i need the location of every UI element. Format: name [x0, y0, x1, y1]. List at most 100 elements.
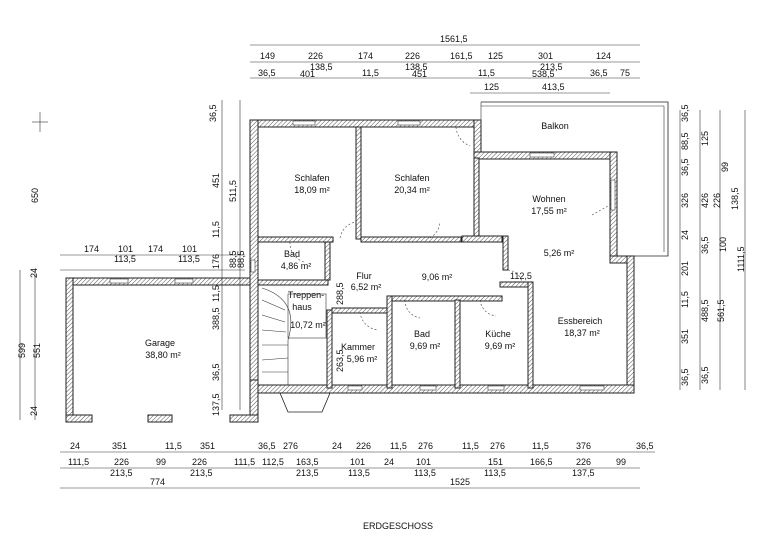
- dim-top: 124: [596, 51, 611, 61]
- doors: [289, 126, 611, 331]
- room-kammer-name: Kammer: [341, 342, 375, 352]
- dim-top: 149: [260, 51, 275, 61]
- room-wohnen-area: 17,55 m²: [531, 206, 567, 216]
- dim-right: 125: [700, 131, 710, 146]
- dim-bottom: 36,5: [258, 441, 276, 451]
- room-balkon-name: Balkon: [541, 121, 569, 131]
- dimensions-left: 650 599 551 24 24 174 101 113,5 174 101 …: [17, 188, 200, 416]
- dim-bottom: 36,5: [636, 441, 654, 451]
- room-garage-name: Garage: [145, 338, 175, 348]
- room-kueche-area: 9,69 m²: [485, 341, 516, 351]
- dim-right: 351: [680, 329, 690, 344]
- dim-bottom: 24: [332, 441, 342, 451]
- dim-left: 113,5: [178, 254, 200, 264]
- dim-left: 24: [29, 268, 39, 278]
- dim-mid: 11,5: [211, 285, 221, 302]
- room-nische-area: 5,26 m²: [544, 248, 575, 258]
- room-flur-area: 6,52 m²: [351, 282, 382, 292]
- dim-bottom: 351: [112, 441, 127, 451]
- dim-mid: 36,5: [208, 104, 218, 122]
- dim-right: 561,5: [716, 299, 726, 322]
- dim-mid: 112,5: [510, 271, 532, 281]
- dim-top: 413,5: [542, 82, 565, 92]
- dim-bottom: 276: [490, 441, 505, 451]
- dim-bottom: 276: [418, 441, 433, 451]
- dim-bottom: 113,5: [484, 468, 506, 478]
- dim-right: 88,5: [680, 132, 690, 150]
- dim-top: 213,5: [540, 62, 563, 72]
- dim-bottom: 137,5: [572, 468, 595, 478]
- balcony-outline: [480, 101, 669, 257]
- room-schlafen-1-name: Schlafen: [294, 173, 329, 183]
- dim-left: 174: [148, 244, 163, 254]
- dim-left: 650: [30, 188, 40, 203]
- dim-right: 36,5: [700, 236, 710, 254]
- room-treppenhaus-name: Treppen-: [288, 290, 324, 300]
- dim-top: 301: [538, 51, 553, 61]
- dim-bottom: 101: [350, 457, 365, 467]
- dim-top: 538,5: [532, 69, 555, 79]
- dim-top: 36,5: [258, 68, 276, 78]
- windows: [109, 120, 616, 391]
- staircase: [261, 287, 331, 413]
- dim-bottom: 11,5: [165, 441, 182, 451]
- dim-right: 36,5: [680, 158, 690, 176]
- dim-right: 201: [680, 261, 690, 276]
- dim-left: 113,5: [114, 254, 136, 264]
- dimensions-right: 36,5 88,5 125 36,5 99 326 426 226 138,5 …: [680, 104, 746, 386]
- dim-mid: 511,5: [228, 180, 238, 202]
- room-flur-name: Flur: [356, 271, 372, 281]
- dim-bottom: 99: [616, 457, 626, 467]
- room-treppenhaus-name-2: haus: [292, 302, 312, 312]
- dim-bottom: 111,5: [234, 457, 255, 467]
- dim-bottom: 226: [356, 441, 371, 451]
- dim-right: 426: [700, 193, 710, 208]
- room-schlafen-1-area: 18,09 m²: [294, 185, 330, 195]
- dim-right: 99: [720, 162, 730, 172]
- dim-mid: 263,5: [335, 349, 345, 372]
- room-essbereich-area: 18,37 m²: [564, 328, 600, 338]
- dim-mid: 137,5: [211, 393, 221, 416]
- dim-bottom: 213,5: [190, 468, 213, 478]
- dim-mid: 36,5: [211, 363, 221, 381]
- room-schlafen-2-name: Schlafen: [394, 173, 429, 183]
- dim-top: 451: [412, 69, 427, 79]
- room-garage-area: 38,80 m²: [145, 350, 181, 360]
- dim-top: 75: [620, 68, 630, 78]
- dim-left: 174: [84, 244, 99, 254]
- dim-right: 36,5: [700, 366, 710, 384]
- dim-top: 174: [358, 51, 373, 61]
- dim-top: 11,5: [362, 68, 379, 78]
- room-diele-area: 9,06 m²: [422, 272, 453, 282]
- dim-bottom: 99: [156, 457, 166, 467]
- dim-bottom: 351: [200, 441, 215, 451]
- room-bad-small-name: Bad: [284, 249, 300, 259]
- room-bad-area: 9,69 m²: [410, 341, 441, 351]
- dim-right: 24: [680, 230, 690, 240]
- dim-right: 11,5: [680, 291, 690, 308]
- room-wohnen-name: Wohnen: [532, 194, 565, 204]
- dim-top: 11,5: [478, 68, 495, 78]
- dim-mid: 11,5: [211, 221, 221, 238]
- dim-right: 326: [680, 193, 690, 208]
- dim-bottom: 101: [416, 457, 431, 467]
- dim-top: 226: [405, 51, 420, 61]
- dim-bottom-total: 1525: [450, 477, 470, 487]
- walls: [65, 119, 635, 423]
- dim-top: 161,5: [450, 51, 473, 61]
- dim-left: 24: [29, 406, 39, 416]
- dim-bottom: 226: [114, 457, 129, 467]
- dim-top: 401: [300, 69, 315, 79]
- dim-bottom: 11,5: [390, 441, 407, 451]
- room-treppenhaus-area: 10,72 m²: [290, 320, 326, 330]
- plan-title: ERDGESCHOSS: [363, 521, 433, 531]
- dim-mid: 88,5: [236, 250, 246, 268]
- dim-top: 125: [484, 82, 499, 92]
- dimensions-mid: 36,5 451 511,5 11,5 88,5 88,5 176 11,5 3…: [208, 104, 532, 416]
- dim-bottom: 213,5: [110, 468, 133, 478]
- dim-left: 551: [32, 343, 42, 358]
- room-labels: Schlafen 18,09 m² Schlafen 20,34 m² Wohn…: [145, 121, 602, 364]
- dim-top: 125: [488, 51, 503, 61]
- dim-bottom: 213,5: [296, 468, 319, 478]
